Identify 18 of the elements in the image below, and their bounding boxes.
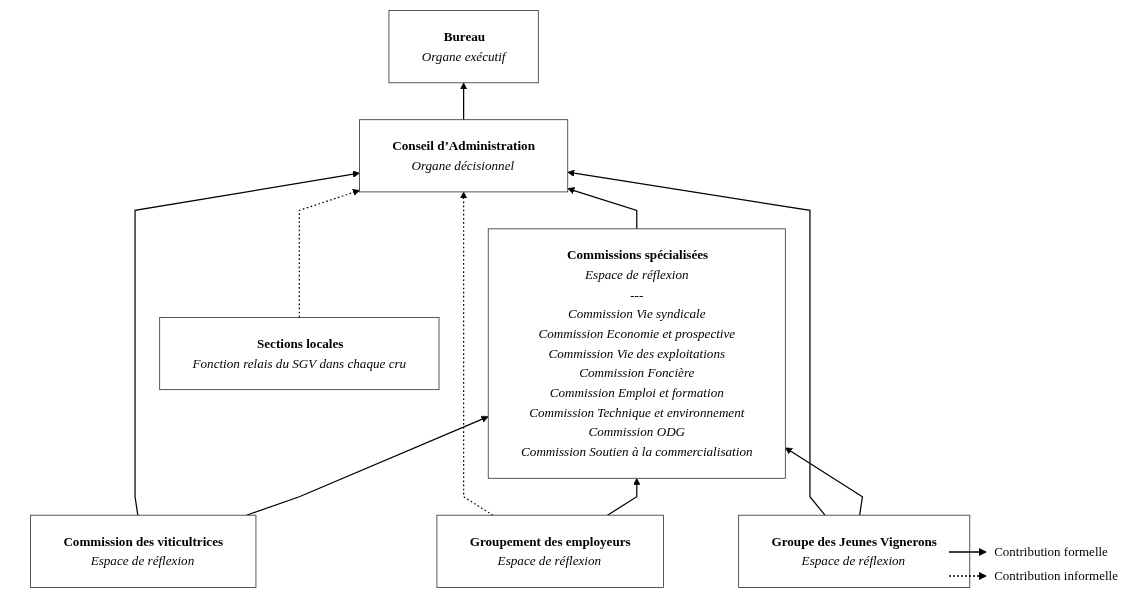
arrow [134,170,360,516]
arrow [245,415,489,516]
arrow [606,477,641,516]
legend-label: Contribution informelle [994,568,1118,584]
node-box [30,514,257,588]
arrow [459,191,494,516]
node-box [738,514,970,588]
legend-label: Contribution formelle [994,544,1108,560]
node-box [487,228,786,479]
arrow [567,169,826,516]
arrow [459,82,468,121]
arrow [298,189,360,319]
arrow [784,447,863,516]
arrow [567,187,638,230]
node-box [358,119,568,193]
node-box [159,317,440,391]
node-box [436,514,664,588]
node-box [388,10,539,84]
